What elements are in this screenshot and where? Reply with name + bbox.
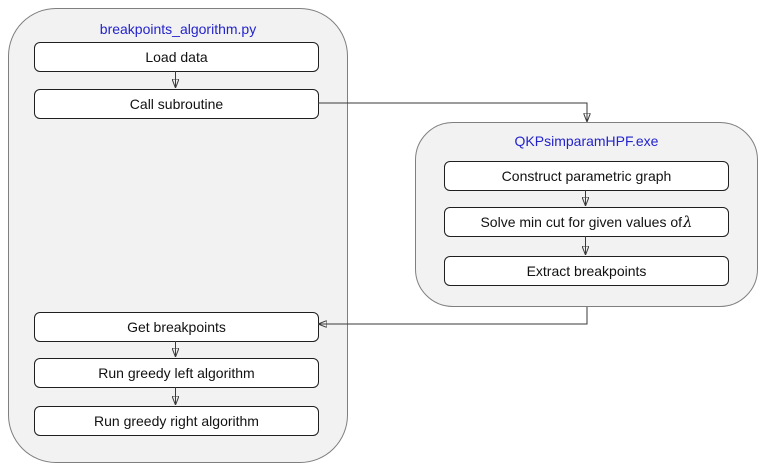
node-run-greedy-right-algorithm: Run greedy right algorithm bbox=[34, 406, 319, 436]
container-title-qkpsimparamhpf: QKPsimparamHPF.exe bbox=[514, 133, 659, 149]
node-label: Solve min cut for given values of bbox=[480, 214, 683, 230]
node-label: Run greedy right algorithm bbox=[94, 413, 259, 429]
node-label: Call subroutine bbox=[129, 96, 224, 112]
node-label: Extract breakpoints bbox=[526, 263, 647, 279]
node-label: Load data bbox=[145, 49, 208, 65]
arrow-call-to-qkp bbox=[318, 102, 587, 121]
node-run-greedy-left-algorithm: Run greedy left algorithm bbox=[34, 358, 319, 388]
node-label: Run greedy left algorithm bbox=[98, 365, 255, 381]
node-extract-breakpoints: Extract breakpoints bbox=[444, 256, 729, 286]
container-title-breakpoints-algorithm: breakpoints_algorithm.py bbox=[99, 21, 257, 37]
node-call-subroutine: Call subroutine bbox=[34, 89, 319, 119]
node-solve-min-cut: Solve min cut for given values of λ bbox=[444, 207, 729, 237]
arrow-qkp-to-get bbox=[319, 307, 588, 324]
container-qkpsimparamhpf: QKPsimparamHPF.exe Construct parametric … bbox=[415, 122, 758, 307]
node-construct-parametric-graph: Construct parametric graph bbox=[444, 161, 729, 191]
lambda-symbol: λ bbox=[683, 213, 693, 231]
container-breakpoints-algorithm: breakpoints_algorithm.py Load data Call … bbox=[8, 8, 348, 463]
node-load-data: Load data bbox=[34, 42, 319, 72]
node-label: Construct parametric graph bbox=[501, 168, 672, 184]
node-get-breakpoints: Get breakpoints bbox=[34, 312, 319, 342]
node-label: Get breakpoints bbox=[127, 319, 226, 335]
